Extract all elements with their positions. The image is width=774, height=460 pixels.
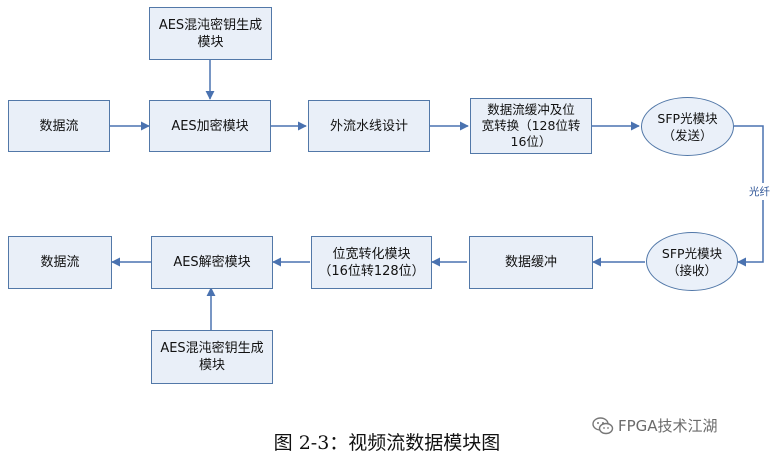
aes-key-generator-bottom: AES混沌密钥生成 模块 (151, 330, 273, 384)
data-buffer-module: 数据缓冲 (469, 236, 593, 289)
watermark: FPGA技术江湖 (592, 415, 718, 436)
fiber-label: 光纤 (749, 183, 770, 200)
aes-decryption-module: AES解密模块 (151, 236, 273, 289)
data-stream-output: 数据流 (8, 236, 112, 289)
pipeline-design-module: 外流水线设计 (308, 100, 430, 152)
sfp-optical-module-receive: SFP光模块 （接收） (646, 232, 738, 291)
buffer-width-convert-module: 数据流缓冲及位 宽转换（128位转 16位） (470, 98, 592, 154)
wechat-icon (592, 416, 614, 434)
sfp-optical-module-send: SFP光模块 （发送） (641, 97, 734, 156)
aes-key-generator-top: AES混沌密钥生成 模块 (149, 7, 272, 60)
data-stream-input: 数据流 (8, 100, 110, 152)
watermark-text: FPGA技术江湖 (618, 417, 718, 435)
aes-encryption-module: AES加密模块 (149, 100, 271, 152)
width-convert-module: 位宽转化模块 （16位转128位） (311, 236, 432, 289)
figure-caption: 图 2-3：视频流数据模块图 (273, 432, 501, 454)
